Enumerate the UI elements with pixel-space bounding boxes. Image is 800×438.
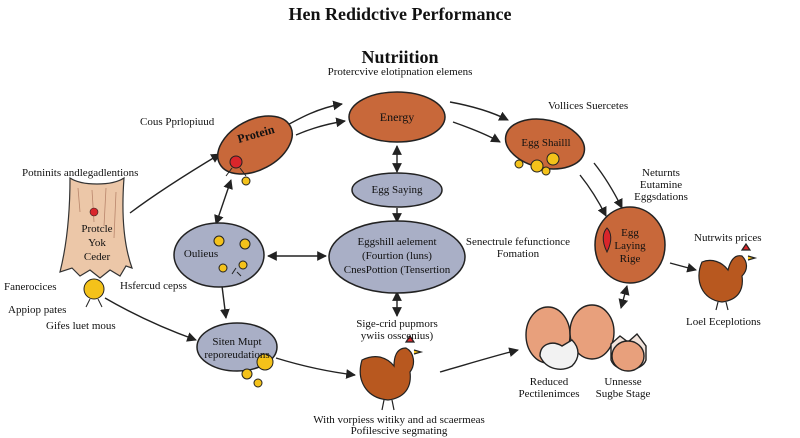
center-label-line1: Eggshill aelement (357, 236, 437, 248)
egg-laying-icon (602, 227, 612, 254)
arrow-oulieus-siten (220, 285, 230, 319)
arrow-protein-oulieus (214, 179, 233, 225)
diagram-heading: Nutriition (361, 47, 439, 67)
label-reduced-line1: Reduced (529, 376, 569, 388)
label-appiop: Appiop pates (8, 304, 67, 316)
eggs-illustration (525, 304, 647, 372)
chick-icon-left (83, 278, 105, 308)
protcle-label-line1: Protcle (81, 223, 113, 235)
arrow-protein-energy-1 (281, 100, 343, 129)
arrow-protcle-protein (129, 153, 221, 214)
egg-laying-node[interactable] (594, 206, 666, 284)
egg-laying-label-line3: Rige (619, 253, 641, 265)
label-potninits: Potninits andlegadlentions (22, 167, 139, 179)
chick-icons-siten (241, 353, 274, 388)
label-hsfercud: Hsfercud cepss (120, 280, 187, 292)
label-reduced-line2: Pectilenimces (518, 388, 580, 400)
chick-icons-eggshell (514, 152, 560, 176)
oulieus-node[interactable] (173, 222, 265, 288)
arrow-protcle-siten (104, 297, 197, 342)
egg-shell-label: Egg Shailll (521, 137, 571, 149)
arrow-energy-eggshell-1 (449, 101, 509, 121)
center-label-line3: CnesPottion (Tensertion (343, 264, 451, 276)
label-senectrule-line2: Fomation (496, 248, 540, 260)
oulieus-label: Oulieus (183, 248, 219, 260)
page-title: Hen Redidctive Performance (288, 4, 512, 24)
energy-label: Energy (379, 110, 415, 124)
label-unnesse-line2: Sugbe Stage (595, 388, 651, 400)
egg-saying-node[interactable] (351, 172, 443, 208)
label-senectrule-line1: Senectrule fefunctionce (465, 236, 571, 248)
label-sige-line2: ywiis osscenius) (360, 330, 434, 342)
label-neturnts-line1: Neturnts (642, 167, 680, 179)
siten-label-line2: reporeudations (204, 349, 270, 361)
label-gifes: Gifes luet mous (46, 320, 116, 332)
arrow-hen-eggs (439, 347, 519, 373)
label-bottom-line1: With vorpiess witiky and ad scaermeas (313, 414, 485, 426)
label-neturnts-line3: Eggsdations (634, 191, 688, 203)
protein-node[interactable] (208, 104, 302, 186)
label-bottom-line2: Pofilescive segmating (350, 425, 448, 437)
protcle-label-line2: Yok (88, 237, 106, 249)
label-unnesse-line1: Unnesse (604, 376, 642, 388)
siten-node[interactable] (196, 322, 278, 372)
center-node[interactable] (328, 220, 466, 294)
egg-laying-label-line1: Egg (621, 227, 639, 239)
protcle-label-line3: Ceder (83, 251, 111, 263)
arrow-siten-hen (275, 357, 356, 379)
chick-icons-protein (225, 155, 251, 186)
hen-illustration-center (359, 334, 424, 411)
egg-saying-label: Egg Saying (371, 184, 423, 196)
label-cous: Cous Pprlopiuud (140, 116, 215, 128)
egg-laying-label-line2: Laying (614, 240, 646, 252)
connector-arrows (104, 100, 697, 379)
protcle-yolk-node[interactable] (59, 176, 133, 279)
arrow-protein-energy-2 (295, 117, 346, 136)
siten-label-line1: Siten Mupt (212, 336, 262, 348)
label-loel: Loel Eceplotions (686, 316, 761, 328)
diagram-subheading: Protercvive elotipnation elemens (327, 66, 473, 78)
label-sige-line1: Sige-crid pupmors (356, 318, 438, 330)
center-label-line2: (Fourtion (luns) (362, 250, 432, 262)
energy-node[interactable] (348, 91, 446, 143)
hen-illustration-right (698, 242, 758, 311)
arrow-laying-hen (669, 262, 697, 273)
label-fanerocices: Fanerocices (4, 281, 57, 293)
label-nutrwits: Nutrwits prices (694, 232, 762, 244)
arrow-eggshell-laying-2 (593, 162, 623, 209)
arrow-laying-eggs (618, 285, 630, 309)
arrow-energy-eggshell-2 (452, 121, 501, 143)
chick-icons-oulieus (213, 235, 251, 277)
label-vollices: Vollices Suercetes (548, 100, 629, 112)
label-neturnts-line2: Eutamine (639, 179, 683, 191)
arrow-eggshell-laying-1 (579, 174, 607, 217)
